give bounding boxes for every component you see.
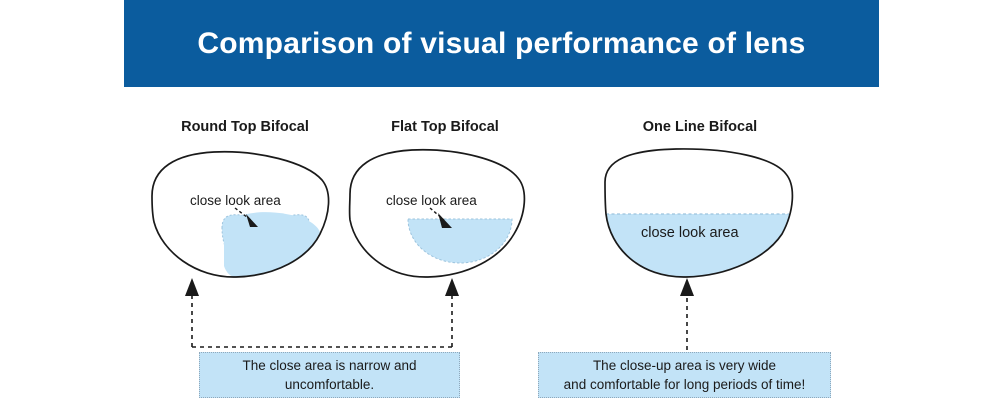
page-title: Comparison of visual performance of lens xyxy=(197,26,806,60)
lens-outline-round-top xyxy=(151,150,330,278)
lens-shape-round-top xyxy=(151,150,330,278)
lens-title-round-top: Round Top Bifocal xyxy=(181,119,309,135)
connector-callout-left xyxy=(185,278,459,348)
header-banner: Comparison of visual performance of lens xyxy=(124,0,879,87)
connector-arrowhead-flat-top xyxy=(445,278,459,296)
callout-box-wide-area: The close-up area is very wide and comfo… xyxy=(538,352,831,398)
close-look-segment-flat-top xyxy=(407,218,513,264)
connector-arrowhead-one-line xyxy=(680,278,694,296)
close-look-area-label-flat-top: close look area xyxy=(386,193,477,208)
lens-outline-flat-top xyxy=(348,148,526,278)
close-look-segment-round-top-fill xyxy=(224,212,320,277)
callout-box-narrow-area: The close area is narrow and uncomfortab… xyxy=(199,352,460,398)
close-look-area-label-round-top: close look area xyxy=(190,193,281,208)
connector-arrowhead-round-top xyxy=(185,278,199,296)
callout-text-narrow-area: The close area is narrow and uncomfortab… xyxy=(242,358,417,392)
callout-pointer-arrowhead-round-top xyxy=(246,214,258,227)
connector-callout-right xyxy=(680,278,694,350)
lens-shape-flat-top xyxy=(348,148,526,278)
lens-shape-one-line xyxy=(604,148,794,278)
lens-outline-one-line xyxy=(604,148,794,278)
close-look-area-label-one-line: close look area xyxy=(641,225,739,241)
lens-title-one-line: One Line Bifocal xyxy=(642,119,758,135)
lens-title-flat-top: Flat Top Bifocal xyxy=(391,119,499,135)
callout-text-wide-area: The close-up area is very wide and comfo… xyxy=(563,358,806,392)
callout-pointer-arrowhead-flat-top xyxy=(438,213,452,228)
